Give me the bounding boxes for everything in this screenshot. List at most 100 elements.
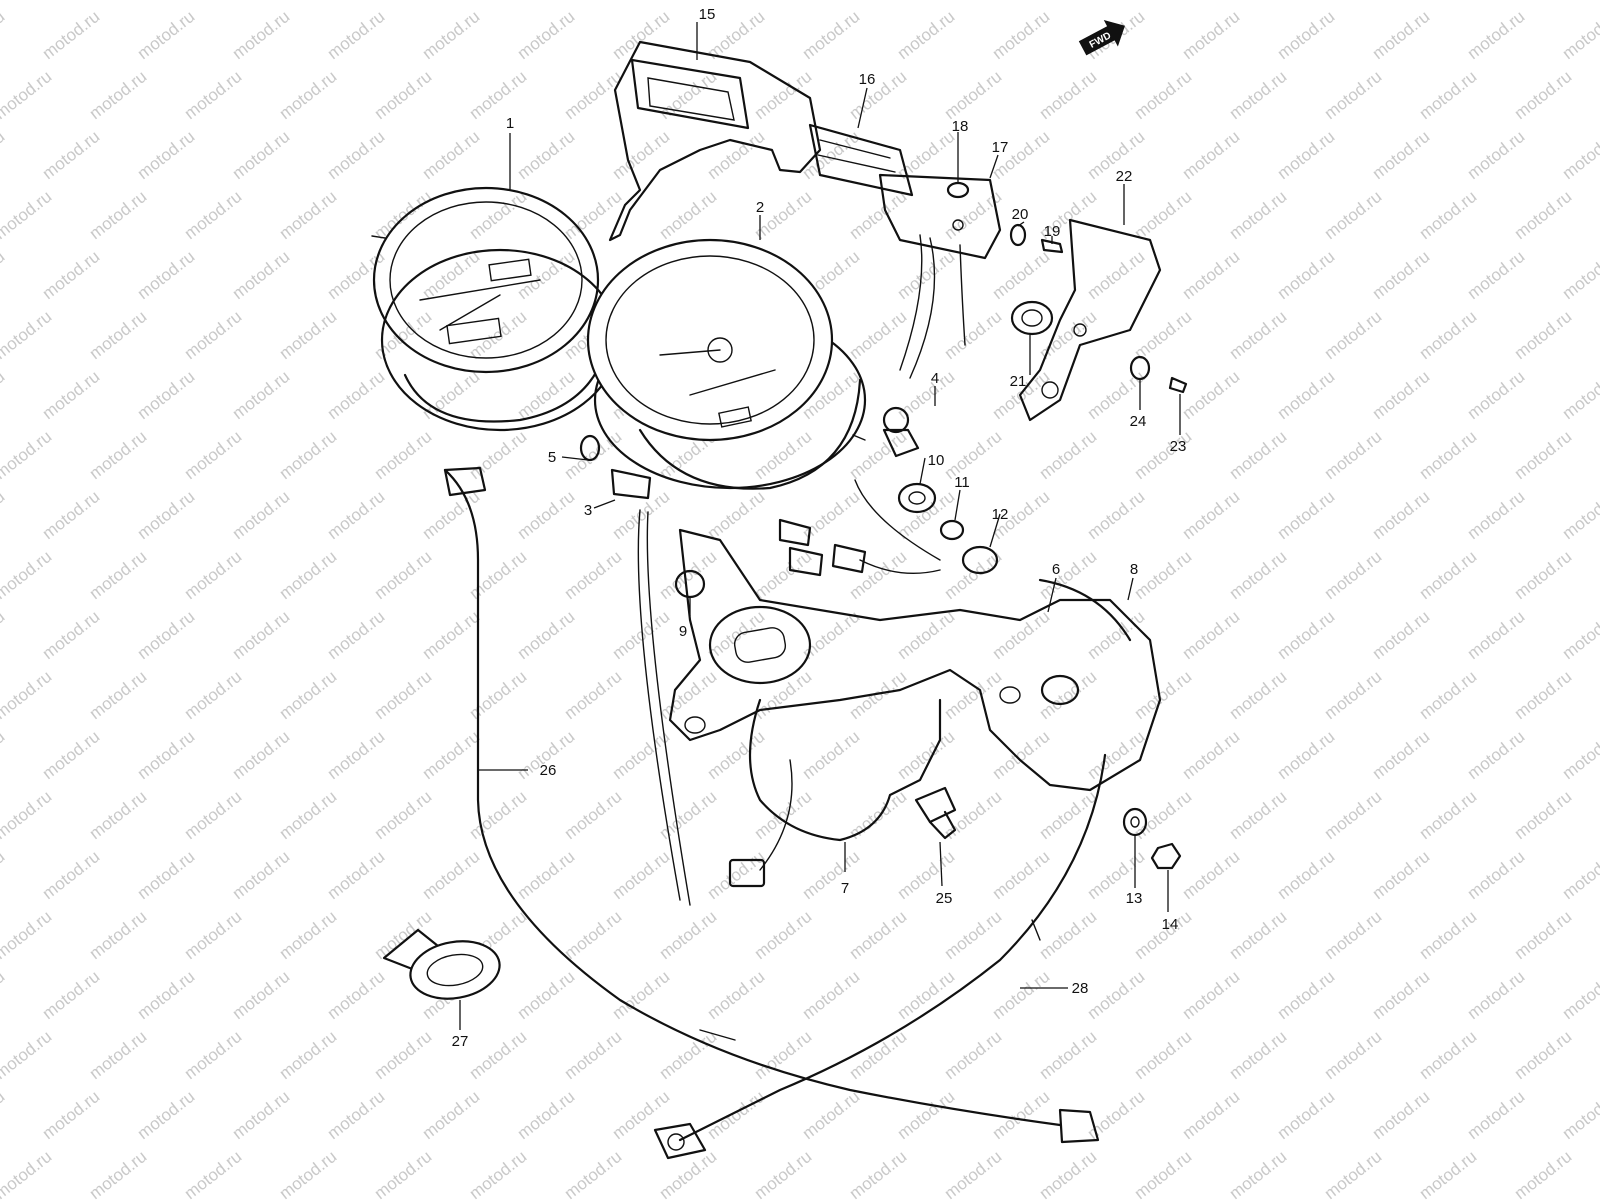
watermark-text: motod.ru xyxy=(276,547,341,603)
indicator-bulb xyxy=(946,181,970,199)
watermark-text: motod.ru xyxy=(1464,367,1529,423)
watermark-text: motod.ru xyxy=(1321,1147,1386,1200)
watermark-text: motod.ru xyxy=(39,7,104,63)
watermark-text: motod.ru xyxy=(799,1087,864,1143)
tachometer-cable xyxy=(653,753,1107,1160)
watermark-text: motod.ru xyxy=(1369,127,1434,183)
watermark-text: motod.ru xyxy=(86,1147,151,1200)
watermark-text: motod.ru xyxy=(751,1147,816,1200)
watermark-text: motod.ru xyxy=(1464,7,1529,63)
watermark-text: motod.ru xyxy=(1369,247,1434,303)
watermark-text: motod.ru xyxy=(514,127,579,183)
watermark-text: motod.ru xyxy=(1511,0,1576,3)
watermark-text: motod.ru xyxy=(229,727,294,783)
watermark-text: motod.ru xyxy=(324,127,389,183)
watermark-text: motod.ru xyxy=(371,547,436,603)
watermark-text: motod.ru xyxy=(371,307,436,363)
watermark-text: motod.ru xyxy=(514,7,579,63)
watermark-text: motod.ru xyxy=(1131,1027,1196,1083)
callout-2: 2 xyxy=(756,199,764,216)
watermark-text: motod.ru xyxy=(894,7,959,63)
watermark-text: motod.ru xyxy=(1036,667,1101,723)
watermark-text: motod.ru xyxy=(514,967,579,1023)
watermark-text: motod.ru xyxy=(86,187,151,243)
watermark-text: motod.ru xyxy=(229,607,294,663)
callout-16: 16 xyxy=(859,71,876,88)
watermark-text: motod.ru xyxy=(1559,127,1600,183)
watermark-text: motod.ru xyxy=(561,547,626,603)
watermark-text: motod.ru xyxy=(846,307,911,363)
watermark-text: motod.ru xyxy=(1511,67,1576,123)
watermark-text: motod.ru xyxy=(1321,547,1386,603)
watermark-text: motod.ru xyxy=(0,547,55,603)
watermark-text: motod.ru xyxy=(1274,7,1339,63)
watermark-text: motod.ru xyxy=(1036,1027,1101,1083)
watermark-text: motod.ru xyxy=(1559,967,1600,1023)
watermark-text: motod.ru xyxy=(0,607,8,663)
watermark-text: motod.ru xyxy=(181,547,246,603)
watermark-text: motod.ru xyxy=(371,667,436,723)
watermark-text: motod.ru xyxy=(609,967,674,1023)
watermark-text: motod.ru xyxy=(704,1087,769,1143)
watermark-text: motod.ru xyxy=(941,427,1006,483)
watermark-text: motod.ru xyxy=(86,787,151,843)
gauge-cap xyxy=(674,569,706,599)
watermark-text: motod.ru xyxy=(86,427,151,483)
watermark-text: motod.ru xyxy=(846,187,911,243)
watermark-text: motod.ru xyxy=(989,7,1054,63)
watermark-text: motod.ru xyxy=(894,127,959,183)
lower-cover xyxy=(728,698,942,888)
watermark-text: motod.ru xyxy=(0,427,55,483)
callout-10: 10 xyxy=(928,452,945,469)
watermark-text: motod.ru xyxy=(514,367,579,423)
watermark-text: motod.ru xyxy=(134,727,199,783)
watermark-text: motod.ru xyxy=(894,1087,959,1143)
watermark-text: motod.ru xyxy=(1416,187,1481,243)
watermark-text: motod.ru xyxy=(1369,847,1434,903)
watermark-text: motod.ru xyxy=(276,787,341,843)
watermark-text: motod.ru xyxy=(1416,307,1481,363)
watermark-text: motod.ru xyxy=(1416,1147,1481,1200)
watermark-text: motod.ru xyxy=(561,427,626,483)
watermark-text: motod.ru xyxy=(134,247,199,303)
watermark-text: motod.ru xyxy=(134,367,199,423)
upper-wiring xyxy=(899,234,966,379)
watermark-text: motod.ru xyxy=(1511,1027,1576,1083)
watermark-text: motod.ru xyxy=(1226,787,1291,843)
watermark-text: motod.ru xyxy=(1511,907,1576,963)
watermark-text: motod.ru xyxy=(0,667,55,723)
watermark-text: motod.ru xyxy=(371,1027,436,1083)
watermark-text: motod.ru xyxy=(704,127,769,183)
watermark-text: motod.ru xyxy=(1369,7,1434,63)
watermark-text: motod.ru xyxy=(39,727,104,783)
watermark-text: motod.ru xyxy=(799,967,864,1023)
watermark-text: motod.ru xyxy=(134,967,199,1023)
watermark-text: motod.ru xyxy=(1321,1027,1386,1083)
watermark-text: motod.ru xyxy=(1131,187,1196,243)
watermark-text: motod.ru xyxy=(561,787,626,843)
callout-9: 9 xyxy=(679,623,687,640)
watermark-text: motod.ru xyxy=(419,607,484,663)
watermark-text: motod.ru xyxy=(1274,367,1339,423)
watermark-text: motod.ru xyxy=(466,667,531,723)
watermark-text: motod.ru xyxy=(1226,1027,1291,1083)
watermark-text: motod.ru xyxy=(229,1087,294,1143)
watermark-text: motod.ru xyxy=(39,247,104,303)
watermark-text: motod.ru xyxy=(229,247,294,303)
watermark-text: motod.ru xyxy=(989,727,1054,783)
watermark-text: motod.ru xyxy=(1369,487,1434,543)
watermark-text: motod.ru xyxy=(1036,547,1101,603)
watermark-text: motod.ru xyxy=(276,907,341,963)
watermark-text: motod.ru xyxy=(1416,907,1481,963)
watermark-text: motod.ru xyxy=(371,787,436,843)
watermark-text: motod.ru xyxy=(1464,607,1529,663)
watermark-text: motod.ru xyxy=(466,0,531,3)
watermark-text: motod.ru xyxy=(371,427,436,483)
watermark-text: motod.ru xyxy=(1226,667,1291,723)
callout-14: 14 xyxy=(1162,916,1179,933)
watermark-text: motod.ru xyxy=(1321,787,1386,843)
watermark-text: motod.ru xyxy=(181,67,246,123)
watermark-text: motod.ru xyxy=(229,847,294,903)
watermark-text: motod.ru xyxy=(751,547,816,603)
